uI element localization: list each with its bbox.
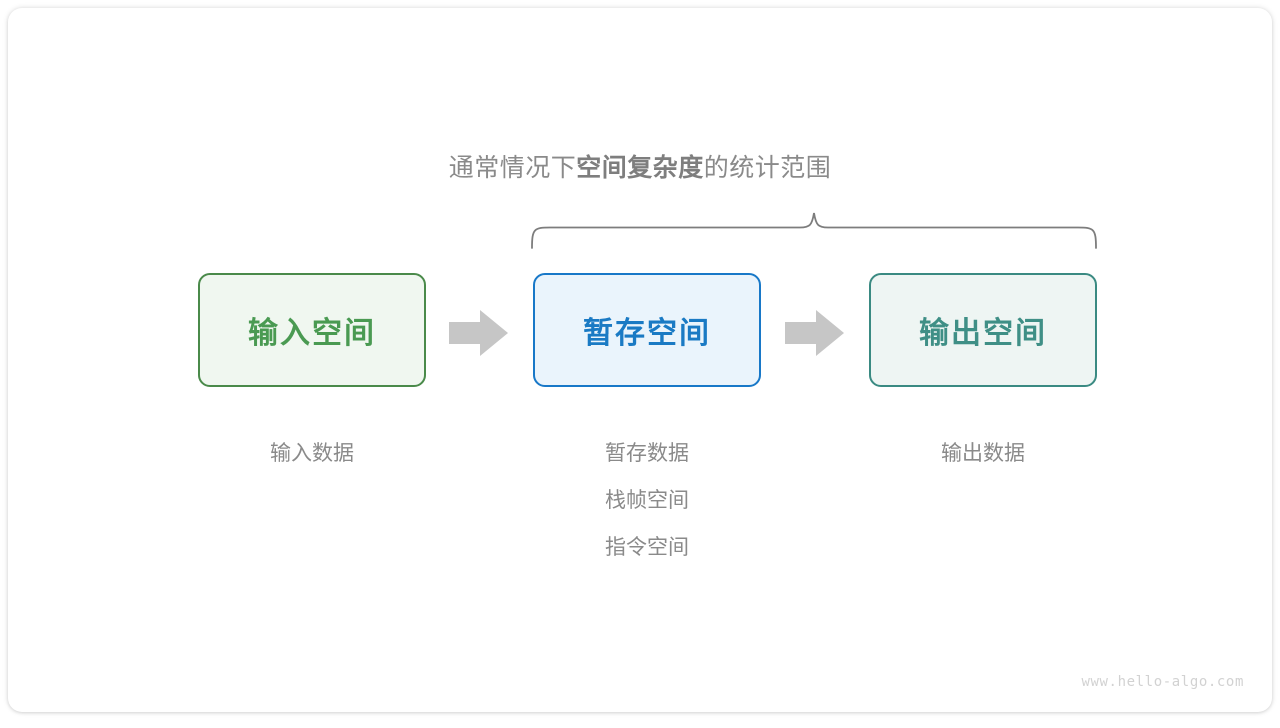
watermark: www.hello-algo.com: [1081, 674, 1244, 690]
box-temp-space: 暂存空间: [533, 273, 761, 387]
label-item: 指令空间: [605, 536, 689, 559]
labels-temp-space: 暂存数据 栈帧空间 指令空间: [533, 430, 761, 571]
curly-brace-bracket: [531, 212, 1097, 249]
label-item: 暂存数据: [605, 442, 689, 465]
labels-output-space: 输出数据: [869, 430, 1097, 477]
label-item: 输入数据: [270, 442, 354, 465]
right-arrow-icon: [785, 310, 844, 356]
label-item: 栈帧空间: [605, 489, 689, 512]
diagram-canvas: 通常情况下空间复杂度的统计范围 输入空间 暂存空间 输出空间 输入数据 暂存数据…: [8, 8, 1272, 712]
caption-emphasis: 空间复杂度: [576, 154, 704, 182]
caption-suffix: 的统计范围: [703, 154, 832, 182]
brace-caption: 通常情况下空间复杂度的统计范围: [8, 148, 1272, 184]
box-input-space: 输入空间: [198, 273, 426, 387]
box-output-space-label: 输出空间: [919, 317, 1047, 350]
labels-input-space: 输入数据: [198, 430, 426, 477]
caption-prefix: 通常情况下: [448, 154, 577, 182]
label-item: 输出数据: [941, 442, 1025, 465]
box-output-space: 输出空间: [869, 273, 1097, 387]
right-arrow-icon: [449, 310, 508, 356]
box-temp-space-label: 暂存空间: [583, 317, 711, 350]
box-input-space-label: 输入空间: [248, 317, 376, 350]
